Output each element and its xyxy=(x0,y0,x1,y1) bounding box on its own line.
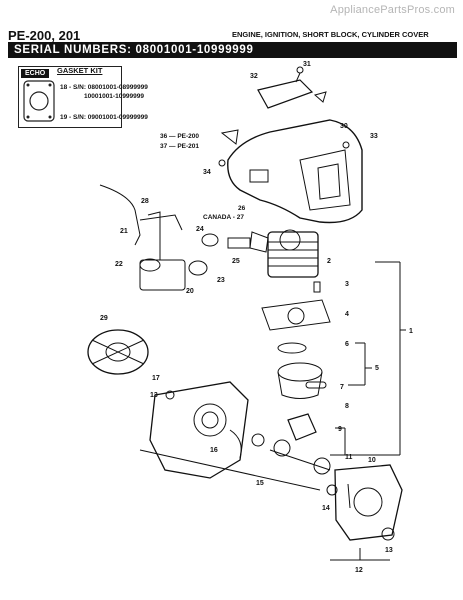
label-26: 26 xyxy=(238,205,246,212)
watermark: AppliancePartsPros.com xyxy=(330,4,455,16)
callout-23: 23 xyxy=(217,277,225,284)
callout-1: 1 xyxy=(409,328,413,335)
callout-22: 22 xyxy=(115,261,123,268)
callout-6: 6 xyxy=(345,341,349,348)
callout-10: 10 xyxy=(368,457,376,464)
callout-31: 31 xyxy=(303,61,311,68)
callout-11: 11 xyxy=(345,454,353,461)
callout-7: 7 xyxy=(340,384,344,391)
callout-20: 20 xyxy=(186,288,194,295)
label-pe200: 36 — PE-200 xyxy=(160,133,200,140)
callout-13a: 13 xyxy=(150,392,158,399)
callout-12: 12 xyxy=(355,567,363,574)
callout-16: 16 xyxy=(210,447,218,454)
gasket-icon xyxy=(23,80,55,122)
callout-30: 30 xyxy=(340,123,348,130)
callout-32: 32 xyxy=(250,73,258,80)
callout-21: 21 xyxy=(120,228,128,235)
callout-15: 15 xyxy=(256,480,264,487)
echo-logo: ECHO xyxy=(21,69,50,78)
callout-4: 4 xyxy=(345,311,349,318)
callout-2: 2 xyxy=(327,258,331,265)
callout-3: 3 xyxy=(345,281,349,288)
gasket-line-18b: 10001001-10999999 xyxy=(84,93,145,100)
callout-24: 24 xyxy=(196,226,204,233)
gasket-kit-box: ECHO xyxy=(18,66,122,128)
callout-13b: 13 xyxy=(385,547,393,554)
callout-33: 33 xyxy=(370,133,378,140)
gasket-line-19: 19 - S/N: 09001001-09999999 xyxy=(60,114,148,121)
label-canada-27: CANADA - 27 xyxy=(203,214,244,221)
model-title: PE-200, 201 xyxy=(8,28,81,43)
gasket-line-18: 18 - S/N: 08001001-08999999 xyxy=(60,84,148,91)
callout-29: 29 xyxy=(100,315,108,322)
label-pe201: 37 — PE-201 xyxy=(160,143,200,150)
callout-28: 28 xyxy=(141,198,149,205)
callout-17: 17 xyxy=(152,375,160,382)
callout-9: 9 xyxy=(338,426,342,433)
diagram-subtitle: ENGINE, IGNITION, SHORT BLOCK, CYLINDER … xyxy=(232,30,429,39)
callout-5: 5 xyxy=(375,365,379,372)
callout-8: 8 xyxy=(345,403,349,410)
callout-25: 25 xyxy=(232,258,240,265)
callout-14: 14 xyxy=(322,505,330,512)
serial-numbers-banner: SERIAL NUMBERS: 08001001-10999999 xyxy=(8,42,457,58)
callout-34: 34 xyxy=(203,169,211,176)
gasket-kit-title: GASKET KIT xyxy=(57,66,103,75)
